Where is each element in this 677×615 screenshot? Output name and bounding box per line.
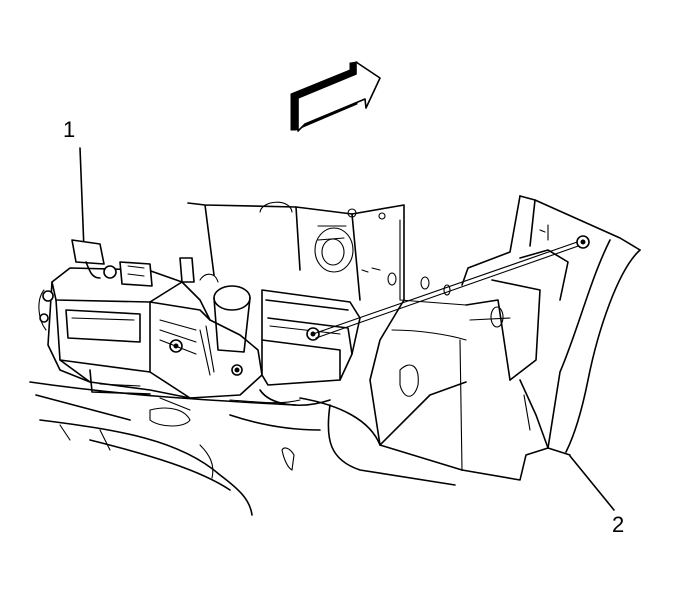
floor-pan: [29, 299, 511, 516]
arrow-forward-icon: [290, 61, 381, 132]
callout-1-leader: [79, 147, 85, 251]
callout-label-1: 1: [63, 117, 76, 142]
callout-label-2: 2: [612, 512, 625, 537]
floor-edges: [159, 397, 301, 411]
callout-2-leader: [569, 455, 615, 511]
hvac-module-assembly: [38, 239, 263, 399]
firewall-panel: [187, 201, 467, 306]
heater-core-case: [259, 289, 361, 406]
cowl-side-panel: [461, 195, 641, 481]
mounting-stud-rod: [312, 235, 590, 339]
